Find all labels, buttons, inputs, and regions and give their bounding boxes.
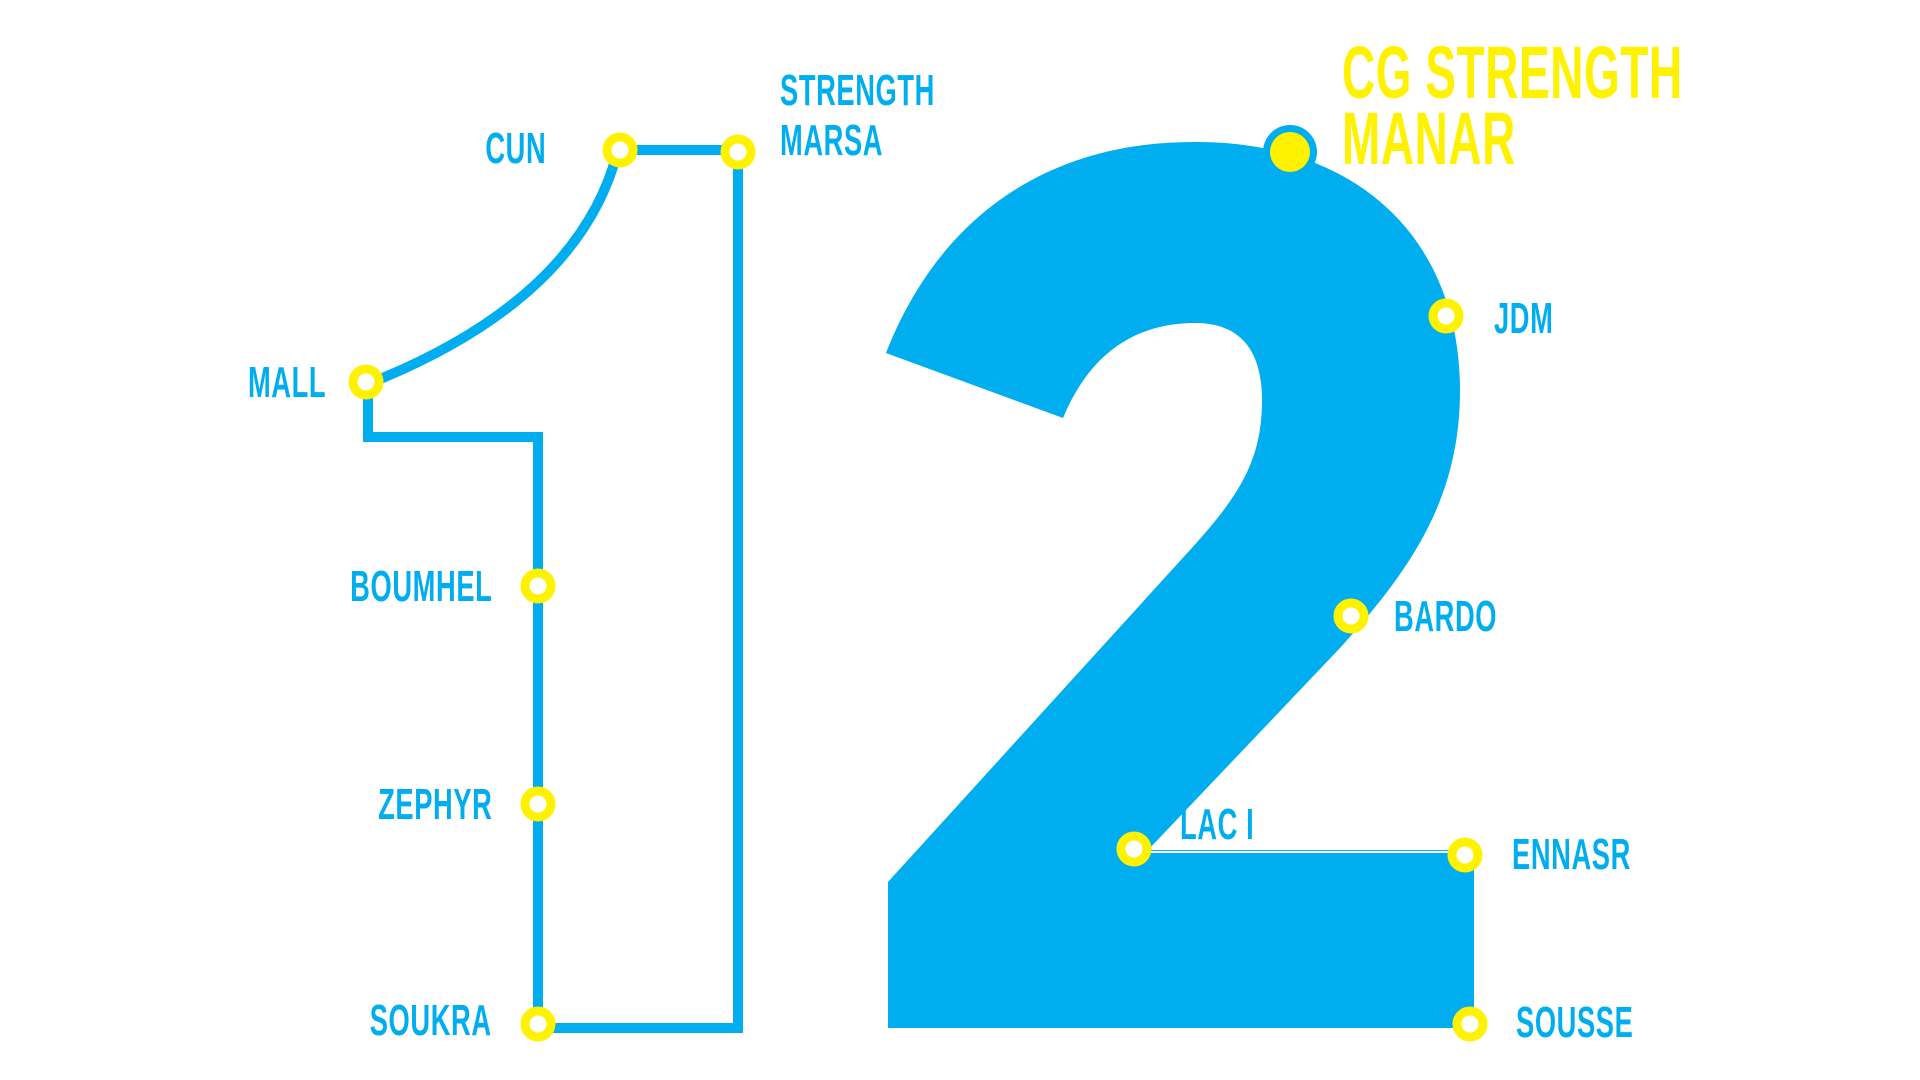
station-name-line2: MANAR [1342,97,1516,180]
station-label-cun[interactable]: CUN [485,124,546,174]
line-2-digit-shape [886,141,1474,1029]
station-name-line1: CUN [485,124,546,173]
station-name-line1: ENNASR [1512,830,1631,879]
station-name-line1: SOUSSE [1516,998,1634,1047]
station-name-line2: MARSA [780,116,884,165]
station-label-strength-marsa[interactable]: STRENGTH MARSA [780,66,935,166]
station-name-line1: STRENGTH [780,66,935,115]
station-name-line1: LAC I [1180,800,1255,849]
line-1-route [363,145,743,1033]
station-name-line1: JDM [1494,294,1554,343]
station-marker-jdm[interactable] [1428,298,1464,334]
station-label-jdm[interactable]: JDM [1494,294,1553,344]
station-marker-cun[interactable] [602,132,638,168]
station-marker-boumhel[interactable] [520,568,556,604]
station-label-bardo[interactable]: BARDO [1394,592,1497,642]
station-label-soukra[interactable]: SOUKRA [370,996,492,1046]
station-label-boumhel[interactable]: BOUMHEL [350,562,492,612]
station-label-ennasr[interactable]: ENNASR [1512,830,1631,880]
station-name-line1: BOUMHEL [349,562,492,611]
station-marker-sousse[interactable] [1452,1006,1488,1042]
station-label-mall[interactable]: MALL [248,358,326,408]
station-marker-lac-i[interactable] [1116,831,1152,867]
station-marker-mall[interactable] [348,364,384,400]
station-name-line1: BARDO [1394,592,1498,641]
station-name-line1: SOUKRA [370,996,492,1045]
station-marker-zephyr[interactable] [520,786,556,822]
station-marker-soukra[interactable] [520,1006,556,1042]
station-marker-ennasr[interactable] [1447,837,1483,873]
station-name-line1: ZEPHYR [377,780,492,829]
station-marker-strength-marsa[interactable] [720,134,756,170]
station-name-line1: MALL [247,358,326,407]
station-marker-bardo[interactable] [1333,598,1369,634]
station-label-lac-i[interactable]: LAC I [1180,800,1254,850]
station-label-zephyr[interactable]: ZEPHYR [378,780,492,830]
station-label-sousse[interactable]: SOUSSE [1516,998,1633,1048]
station-label-cg-strength-manar[interactable]: CG STRENGTH MANAR [1342,31,1683,180]
station-name-line1: CG STRENGTH [1342,31,1683,114]
station-marker-cg-strength-manar[interactable] [1263,125,1317,179]
